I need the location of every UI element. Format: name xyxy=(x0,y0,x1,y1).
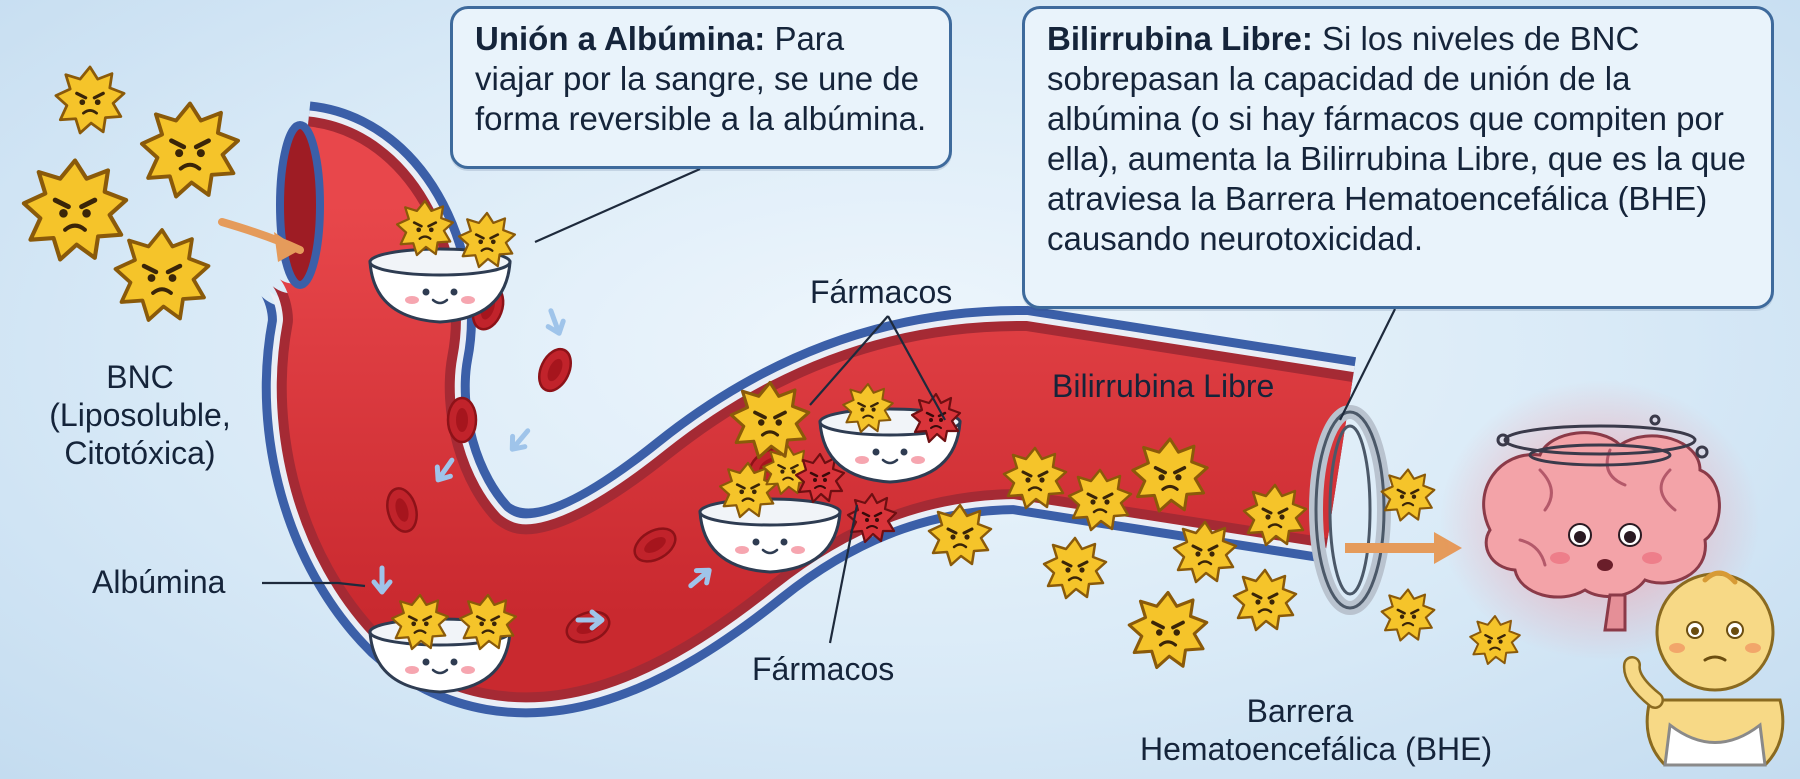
callout-albumin-binding: Unión a Albúmina: Para viajar por la san… xyxy=(450,6,952,169)
callout-free-bilirubin: Bilirrubina Libre: Si los niveles de BNC… xyxy=(1022,6,1774,309)
bhe-label-line-1: Barrera xyxy=(1140,692,1460,730)
bnc-subtitle-1: (Liposoluble, xyxy=(20,396,260,434)
drugs-label-top: Fármacos xyxy=(810,273,952,311)
free-bilirubin-label: Bilirrubina Libre xyxy=(1052,367,1274,405)
bhe-label: Barrera Hematoencefálica (BHE) xyxy=(1140,692,1460,768)
drugs-label-bottom: Fármacos xyxy=(752,650,894,688)
callout-free-bilirubin-title: Bilirrubina Libre: xyxy=(1047,20,1313,57)
bhe-label-line-2: Hematoencefálica (BHE) xyxy=(1140,730,1460,768)
albumin-label: Albúmina xyxy=(92,563,225,601)
bnc-subtitle-2: Citotóxica) xyxy=(20,434,260,472)
callout-albumin-title: Unión a Albúmina: xyxy=(475,20,765,57)
free-bnc-cluster xyxy=(24,67,300,320)
bnc-title: BNC xyxy=(20,358,260,396)
vessel-opening xyxy=(280,125,320,285)
bnc-label: BNC (Liposoluble, Citotóxica) xyxy=(20,358,260,472)
